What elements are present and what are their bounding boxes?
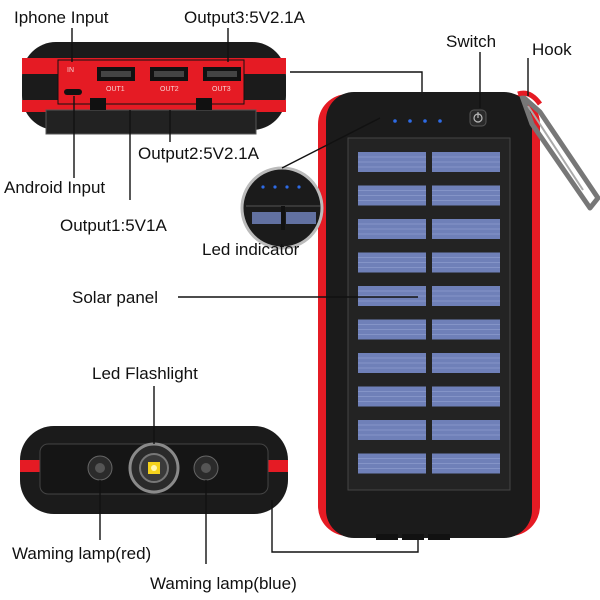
indicator-led xyxy=(438,119,442,123)
leader-end-view xyxy=(271,500,419,553)
label-output1: Output1:5V1A xyxy=(60,216,167,235)
power-bank-body xyxy=(318,92,540,540)
port-label-out2: OUT2 xyxy=(160,86,179,93)
led-indicator-lights xyxy=(393,119,442,123)
label-warning-lamp-red: Waming lamp(red) xyxy=(12,544,152,563)
label-solar-panel: Solar panel xyxy=(72,288,159,307)
label-hook: Hook xyxy=(532,40,572,59)
label-iphone-input: Iphone Input xyxy=(14,8,109,27)
label-warning-lamp-blue: Waming lamp(blue) xyxy=(150,574,297,593)
indicator-led xyxy=(393,119,397,123)
port-label-out1: OUT1 xyxy=(106,86,125,93)
leader-led-indicator xyxy=(281,117,381,169)
label-output3: Output3:5V2.1A xyxy=(184,8,305,27)
ports-side-view xyxy=(22,42,286,135)
port-label-in: IN xyxy=(67,67,74,74)
solar-panel xyxy=(358,152,500,474)
port-label-out3: OUT3 xyxy=(212,86,231,93)
label-led-flashlight: Led Flashlight xyxy=(92,364,198,383)
label-switch: Switch xyxy=(446,32,497,51)
led-indicator-magnifier xyxy=(240,166,324,250)
leader-panel-top xyxy=(290,71,423,92)
usb-c-port xyxy=(64,89,82,95)
flashlight-end-view xyxy=(20,426,288,514)
label-android-input: Android Input xyxy=(4,178,106,197)
leader-lines xyxy=(71,28,529,564)
label-output2: Output2:5V2.1A xyxy=(138,144,259,163)
label-led-indicator: Led indicator xyxy=(202,240,300,259)
indicator-led xyxy=(423,119,427,123)
indicator-led xyxy=(408,119,412,123)
hook xyxy=(517,90,600,211)
